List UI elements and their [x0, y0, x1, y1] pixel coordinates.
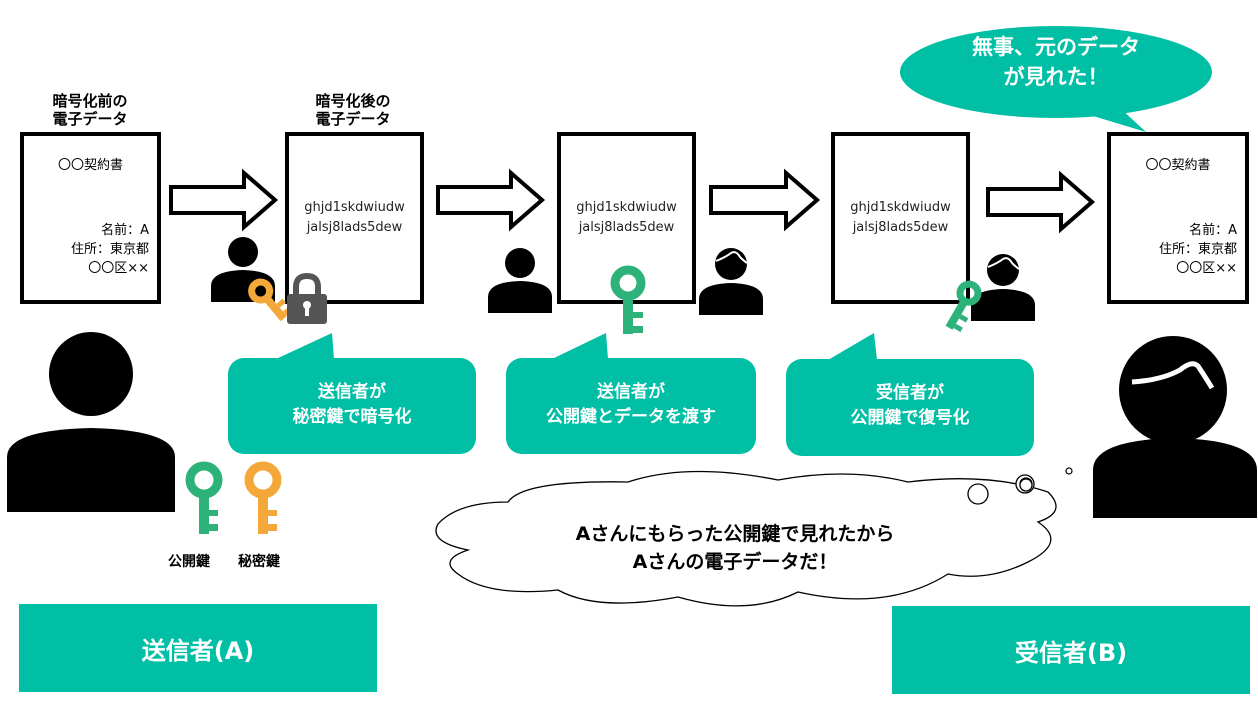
thought-dot-icon [1065, 467, 1073, 475]
callout-decrypt: 受信者が 公開鍵で復号化 [786, 359, 1034, 456]
person-with-hair-icon [971, 254, 1035, 321]
speech-bubble: 無事、元のデータ が見れた！ [900, 32, 1212, 92]
document-field-address2: 〇〇区×× [88, 261, 149, 276]
sender-banner-label: 送信者(A) [141, 636, 255, 665]
cipher-line: ghjd1skdwiudw [304, 200, 405, 215]
right-arrow-icon [709, 168, 821, 232]
document-ciphertext: ghjd1skdwiudw jalsj8lads5dew [561, 198, 692, 238]
callout-line: 秘密鍵で暗号化 [292, 407, 412, 427]
private-key-icon [244, 461, 282, 534]
callout-line: 送信者が [597, 382, 665, 402]
document-field-address: 住所：東京都 [70, 242, 149, 257]
cipher-line: ghjd1skdwiudw [576, 200, 677, 215]
receiver-banner: 受信者(B) [892, 606, 1250, 694]
document-encrypted-2: ghjd1skdwiudw jalsj8lads5dew [557, 132, 696, 304]
cipher-line: ghjd1skdwiudw [850, 200, 951, 215]
caption-before-encryption: 暗号化前の 電子データ [30, 92, 150, 128]
speech-line: 無事、元のデータ [972, 35, 1140, 59]
thought-dot-icon [967, 483, 989, 505]
callout-encrypt: 送信者が 秘密鍵で暗号化 [228, 358, 476, 454]
right-arrow-icon [986, 170, 1096, 234]
caption-line: 電子データ [315, 110, 391, 128]
speech-line: が見れた！ [1003, 65, 1109, 89]
receiver-banner-label: 受信者(B) [1014, 638, 1128, 667]
document-field-address2: 〇〇区×× [1176, 261, 1237, 276]
right-arrow-icon [169, 168, 279, 232]
thought-dot-icon [1019, 478, 1033, 492]
document-field-name: 名前：A [101, 223, 149, 238]
thought-line: Aさんの電子データだ！ [632, 551, 838, 573]
document-ciphertext: ghjd1skdwiudw jalsj8lads5dew [289, 198, 420, 238]
caption-line: 暗号化前の [52, 92, 128, 110]
sender-person-icon [7, 332, 175, 512]
document-fields: 名前：A 住所：東京都 〇〇区×× [1159, 221, 1237, 278]
speech-bubble-shape [900, 26, 1212, 132]
document-field-name: 名前：A [1189, 223, 1237, 238]
document-ciphertext: ghjd1skdwiudw jalsj8lads5dew [835, 198, 966, 238]
callout-decrypt-bubble [786, 333, 1034, 456]
receiver-person-icon [1093, 336, 1257, 518]
private-key-label: 秘密鍵 [238, 554, 280, 570]
caption-line: 電子データ [52, 110, 128, 128]
padlock-icon [287, 272, 327, 324]
caption-line: 暗号化後の [315, 92, 391, 110]
document-decrypted: 〇〇契約書 名前：A 住所：東京都 〇〇区×× [1107, 132, 1249, 304]
cipher-line: jalsj8lads5dew [852, 220, 949, 235]
public-key-icon [185, 461, 223, 534]
document-fields: 名前：A 住所：東京都 〇〇区×× [71, 221, 149, 278]
callout-line: 受信者が [876, 383, 944, 403]
callout-transfer: 送信者が 公開鍵とデータを渡す [506, 358, 756, 454]
person-with-hair-icon [699, 248, 763, 315]
public-key-label: 公開鍵 [168, 554, 210, 570]
cipher-line: jalsj8lads5dew [578, 220, 675, 235]
caption-after-encryption: 暗号化後の 電子データ [293, 92, 413, 128]
callout-transfer-bubble [506, 333, 756, 454]
right-arrow-icon [436, 168, 546, 232]
thought-line: Aさんにもらった公開鍵で見れたから [575, 523, 895, 545]
document-title: 〇〇契約書 [57, 158, 123, 173]
sender-banner: 送信者(A) [19, 604, 377, 692]
callout-line: 送信者が [318, 382, 386, 402]
person-icon [211, 237, 275, 302]
document-original: 〇〇契約書 名前：A 住所：東京都 〇〇区×× [20, 132, 161, 304]
cipher-line: jalsj8lads5dew [306, 220, 403, 235]
thought-bubble: Aさんにもらった公開鍵で見れたから Aさんの電子データだ！ [470, 520, 1000, 576]
public-key-icon [610, 265, 646, 334]
public-key-icon [945, 280, 982, 333]
person-icon [488, 248, 552, 313]
callout-line: 公開鍵で復号化 [850, 408, 970, 428]
callout-encrypt-bubble [228, 333, 476, 454]
document-title: 〇〇契約書 [1145, 158, 1211, 173]
document-encrypted-3: ghjd1skdwiudw jalsj8lads5dew [831, 132, 970, 304]
document-field-address: 住所：東京都 [1158, 242, 1237, 257]
callout-line: 公開鍵とデータを渡す [546, 407, 716, 427]
